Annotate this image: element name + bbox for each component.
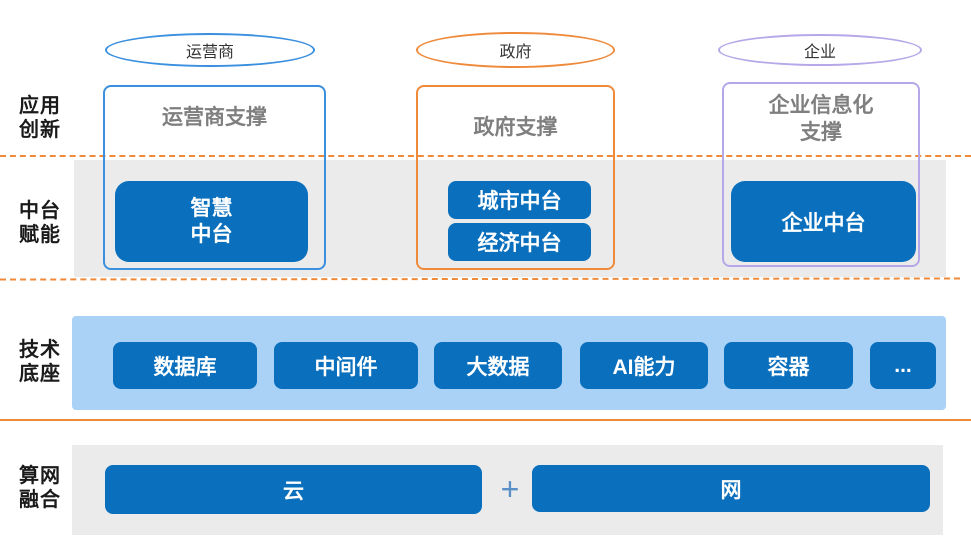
tech-item-bigdata[interactable]: 大数据 [434, 342, 562, 389]
platform-smart-line1: 智慧 [190, 196, 233, 220]
column-enterprise [722, 82, 920, 267]
divider-platform-tech [0, 277, 961, 281]
divider-app-platform [0, 155, 971, 157]
column-government-title: 政府支撑 [416, 114, 615, 141]
row-label-platform: 中台 赋能 [19, 199, 65, 247]
platform-smart[interactable]: 智慧 中台 [115, 181, 308, 262]
column-government [416, 85, 615, 270]
platform-enterprise[interactable]: 企业中台 [731, 181, 916, 262]
column-government-title-line1: 政府支撑 [473, 116, 558, 139]
row-label-compute-line1: 算网 [19, 465, 61, 487]
platform-economy[interactable]: 经济中台 [448, 223, 591, 261]
column-operator [103, 85, 326, 270]
column-enterprise-title-line1: 企业信息化 [768, 94, 874, 117]
compute-cloud-label: 云 [283, 479, 304, 503]
compute-network-label: 网 [720, 478, 742, 502]
plus-icon-glyph: + [500, 470, 520, 507]
tech-item-middleware-label: 中间件 [314, 355, 378, 379]
row-label-compute: 算网 融合 [19, 464, 65, 512]
tech-item-container-label: 容器 [767, 355, 810, 379]
oval-operator: 运营商 [105, 33, 315, 67]
compute-cloud[interactable]: 云 [105, 465, 482, 514]
column-enterprise-title-line2: 支撑 [800, 121, 842, 144]
oval-enterprise-label: 企业 [803, 44, 836, 61]
row-label-compute-line2: 融合 [19, 489, 61, 511]
row-label-tech-line1: 技术 [19, 339, 61, 361]
plus-icon: + [490, 469, 530, 509]
divider-tech-compute [0, 419, 971, 421]
oval-government-label: 政府 [499, 44, 532, 61]
oval-operator-label: 运营商 [185, 44, 234, 61]
tech-item-database-label: 数据库 [153, 355, 217, 379]
tech-item-bigdata-label: 大数据 [466, 355, 530, 379]
column-operator-title: 运营商支撑 [103, 104, 326, 131]
row-label-tech: 技术 底座 [19, 338, 65, 386]
tech-item-middleware[interactable]: 中间件 [274, 342, 418, 389]
tech-item-database[interactable]: 数据库 [113, 342, 257, 389]
tech-item-more[interactable]: ... [870, 342, 936, 389]
tech-item-container[interactable]: 容器 [724, 342, 853, 389]
row-label-tech-line2: 底座 [19, 363, 61, 385]
row-label-platform-line2: 赋能 [19, 224, 61, 246]
tech-item-ai-label: AI能力 [612, 355, 676, 379]
compute-network[interactable]: 网 [532, 465, 930, 512]
row-label-app-line2: 创新 [19, 119, 61, 141]
oval-enterprise: 企业 [718, 34, 922, 66]
platform-city-label: 城市中台 [477, 190, 562, 213]
column-enterprise-title: 企业信息化 支撑 [722, 92, 920, 146]
tech-item-ai[interactable]: AI能力 [580, 342, 708, 389]
platform-smart-line2: 中台 [190, 222, 233, 246]
platform-enterprise-label: 企业中台 [781, 211, 866, 235]
row-label-app: 应用 创新 [19, 94, 65, 142]
row-label-app-line1: 应用 [19, 95, 61, 117]
platform-economy-label: 经济中台 [477, 232, 562, 255]
oval-government: 政府 [416, 32, 615, 68]
column-operator-title-line1: 运营商支撑 [162, 106, 267, 129]
platform-city[interactable]: 城市中台 [448, 181, 591, 219]
tech-item-more-label: ... [894, 353, 912, 377]
row-label-platform-line1: 中台 [19, 200, 61, 222]
